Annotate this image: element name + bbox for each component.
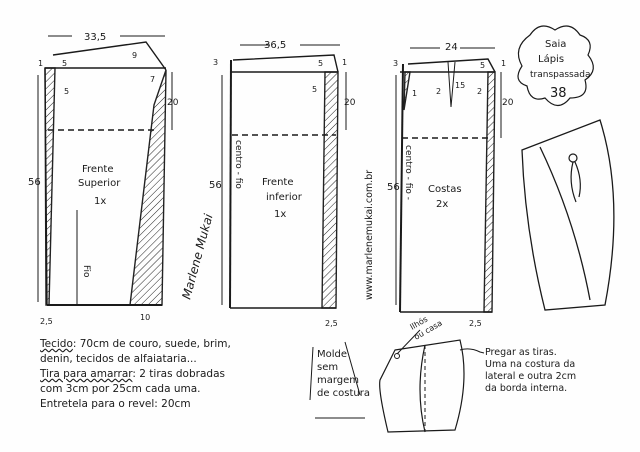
svg-text:3: 3 <box>393 59 398 68</box>
svg-text:2,5: 2,5 <box>469 319 482 328</box>
svg-text:10: 10 <box>140 313 150 322</box>
svg-text:1x: 1x <box>94 196 106 207</box>
svg-text:56: 56 <box>387 182 400 193</box>
svg-text:56: 56 <box>209 180 222 191</box>
hatched-side <box>129 69 167 306</box>
svg-text:2: 2 <box>436 87 441 96</box>
ties-note: Pregar as tiras. Uma na costura da later… <box>485 347 577 394</box>
svg-text:1: 1 <box>501 59 506 68</box>
svg-text:2,5: 2,5 <box>40 317 53 326</box>
svg-text:5: 5 <box>64 87 69 96</box>
svg-text:1: 1 <box>412 89 417 98</box>
svg-text:7: 7 <box>150 75 155 84</box>
length-label: 56 <box>28 177 41 188</box>
svg-text:transpassada: transpassada <box>530 70 591 80</box>
svg-text:5: 5 <box>312 85 317 94</box>
svg-text:1x: 1x <box>274 209 286 220</box>
svg-text:sem: sem <box>317 362 338 373</box>
svg-text:inferior: inferior <box>266 192 303 203</box>
svg-text:Fio: Fio <box>81 265 91 278</box>
svg-text:de costura: de costura <box>317 388 370 399</box>
svg-text:Costas: Costas <box>428 184 462 195</box>
svg-text:36,5: 36,5 <box>264 40 286 51</box>
svg-text:centro - fio -: centro - fio - <box>403 145 413 200</box>
svg-text:5: 5 <box>480 61 485 70</box>
website-watermark: www.marlenemukai.com.br <box>364 170 375 300</box>
svg-text:1: 1 <box>342 58 347 67</box>
width-label: 33,5 <box>84 32 106 43</box>
signature: Marlene Mukai <box>179 212 215 301</box>
svg-text:Superior: Superior <box>78 178 121 189</box>
skirt-illustration <box>521 119 615 311</box>
svg-text:20: 20 <box>167 98 179 108</box>
svg-text:5: 5 <box>62 59 67 68</box>
title-line: Saia <box>545 39 566 50</box>
seam-note: Molde <box>317 349 347 360</box>
piece-frente-inferior <box>221 44 347 309</box>
fabric-notes: Tecido: 70cm de couro, suede, brim, deni… <box>40 338 231 410</box>
title-cloud <box>517 25 594 107</box>
svg-text:margem: margem <box>317 375 359 386</box>
svg-text:9: 9 <box>132 51 137 60</box>
svg-text:Frente: Frente <box>262 177 293 188</box>
svg-text:20: 20 <box>502 98 514 108</box>
piece-name: Frente <box>82 164 113 175</box>
svg-text:3: 3 <box>213 58 218 67</box>
piece-costas <box>395 47 502 313</box>
svg-text:centro - fio: centro - fio <box>233 140 243 189</box>
svg-text:1: 1 <box>38 59 43 68</box>
seam-note-bracket <box>309 341 365 419</box>
svg-text:2,5: 2,5 <box>325 319 338 328</box>
svg-text:5: 5 <box>318 59 323 68</box>
piece-frente-superior <box>37 35 173 306</box>
svg-text:2: 2 <box>477 87 482 96</box>
wrapped-skirt-illustration <box>379 339 465 433</box>
size-label: 38 <box>550 86 567 101</box>
svg-text:15: 15 <box>455 81 465 90</box>
svg-text:2x: 2x <box>436 199 448 210</box>
svg-text:24: 24 <box>445 42 458 53</box>
svg-text:Lápis: Lápis <box>538 53 564 65</box>
svg-text:20: 20 <box>344 98 356 108</box>
